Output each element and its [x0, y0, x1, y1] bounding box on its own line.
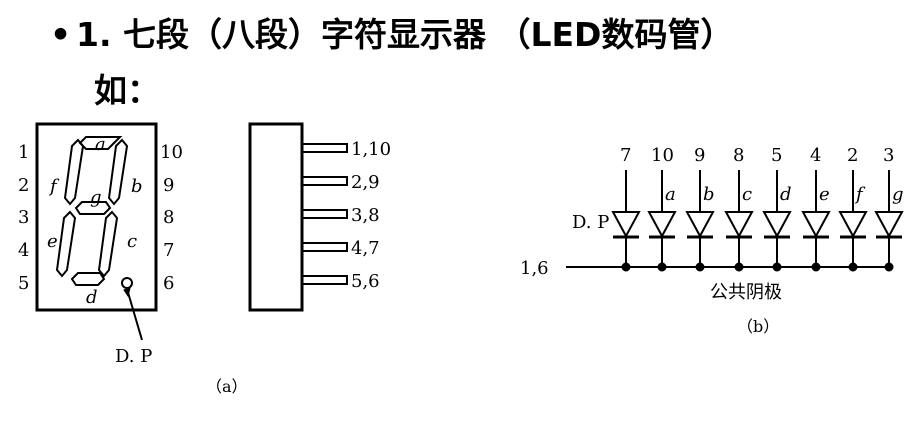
left-pin-label: 4: [18, 240, 29, 261]
left-pin-labels: 1 2 3 4 5: [18, 142, 29, 294]
caption-b: （b）: [737, 317, 779, 336]
diode: [874, 170, 904, 272]
circuit-segment-label: a: [665, 184, 676, 205]
segment-label-a: a: [95, 134, 106, 155]
display-side-view: [248, 122, 348, 312]
segment-label-b: b: [131, 176, 143, 197]
side-pin-labels: 1,10 2,9 3,8 4,7 5,6: [351, 139, 391, 292]
right-pin-label: 7: [163, 240, 174, 261]
segment-g-shape: [74, 201, 112, 215]
side-package-outline: [248, 122, 304, 312]
side-pin: [301, 242, 348, 252]
right-pin-label: 6: [163, 273, 174, 294]
page-title: 1. 七段（八段）字符显示器 （LED数码管）: [76, 15, 734, 54]
segment-letter-labels: a b c d e f g: [47, 134, 143, 308]
dp-pointer-line: [126, 288, 143, 341]
side-pin-label: 3,8: [351, 205, 380, 226]
diode-triangle: [611, 211, 641, 239]
diode: [801, 170, 831, 272]
circuit-segment-label: f: [854, 184, 866, 205]
diode-triangle: [724, 211, 754, 239]
circuit-segment-label: b: [703, 184, 715, 205]
segment-label-f: f: [48, 176, 60, 197]
common-pin-label: 1,6: [520, 258, 549, 279]
circuit-segment-label: c: [742, 184, 752, 205]
circuit-dp-label: D. P: [572, 212, 609, 233]
diode-triangle: [801, 211, 831, 239]
diode-triangle: [762, 211, 792, 239]
diode-triangle: [838, 211, 868, 239]
left-pin-label: 2: [18, 175, 29, 196]
display-front-view: [35, 122, 158, 341]
side-pin-label: 4,7: [351, 238, 380, 259]
diode: [611, 170, 641, 272]
circuit-segment-label: e: [819, 184, 830, 205]
circuit-pin-labels: 7 10 9 8 5 4 2 3: [620, 145, 894, 166]
circuit-segment-label: g: [892, 184, 904, 205]
subtitle: 如：: [94, 71, 160, 110]
side-pin-label: 5,6: [351, 271, 380, 292]
left-pin-label: 5: [18, 273, 29, 294]
side-pin: [301, 275, 348, 285]
circuit-pin-number: 4: [810, 145, 821, 166]
left-pin-label: 3: [18, 207, 29, 228]
circuit-pin-number: 2: [847, 145, 858, 166]
right-pin-label: 10: [160, 142, 183, 163]
diode: [762, 170, 792, 272]
title-line: •1. 七段（八段）字符显示器 （LED数码管）: [50, 8, 733, 56]
circuit-pin-number: 7: [620, 145, 631, 166]
segment-c-shape: [97, 210, 119, 278]
circuit-pin-number: 5: [771, 145, 782, 166]
segment-label-e: e: [47, 231, 58, 252]
circuit-pin-number: 3: [883, 145, 894, 166]
side-pin-label: 2,9: [351, 172, 380, 193]
segment-label-g: g: [90, 187, 102, 208]
segment-b-shape: [107, 138, 129, 206]
bullet-icon: •: [50, 15, 72, 54]
side-pin: [301, 176, 348, 186]
dp-pointer-arrow: [123, 287, 131, 298]
right-pin-labels: 10 9 8 7 6: [160, 142, 183, 294]
display-package-outline: [35, 122, 158, 312]
decimal-point-dot: [121, 277, 133, 289]
side-pin: [301, 209, 348, 219]
segment-label-d: d: [86, 287, 98, 308]
diode-triangle: [685, 211, 715, 239]
segment-f-shape: [63, 138, 85, 206]
circuit-pin-number: 9: [694, 145, 705, 166]
segment-d-shape: [70, 272, 106, 286]
diode-triangle: [647, 211, 677, 239]
caption-a: （a）: [206, 377, 248, 396]
circuit-pin-number: 10: [651, 145, 674, 166]
side-pin-label: 1,10: [351, 139, 391, 160]
side-pin: [301, 143, 348, 153]
segment-label-c: c: [127, 231, 137, 252]
common-cathode-label: 公共阴极: [710, 282, 782, 303]
segment-a-shape: [78, 136, 123, 150]
segment-e-shape: [55, 210, 77, 278]
diode: [838, 170, 868, 272]
circuit-pin-number: 8: [733, 145, 744, 166]
left-pin-label: 1: [18, 142, 29, 163]
diode-triangle: [874, 211, 904, 239]
circuit-segment-label: d: [780, 184, 792, 205]
right-pin-label: 8: [163, 207, 174, 228]
right-pin-label: 9: [163, 175, 174, 196]
dp-label: D. P: [115, 346, 152, 367]
